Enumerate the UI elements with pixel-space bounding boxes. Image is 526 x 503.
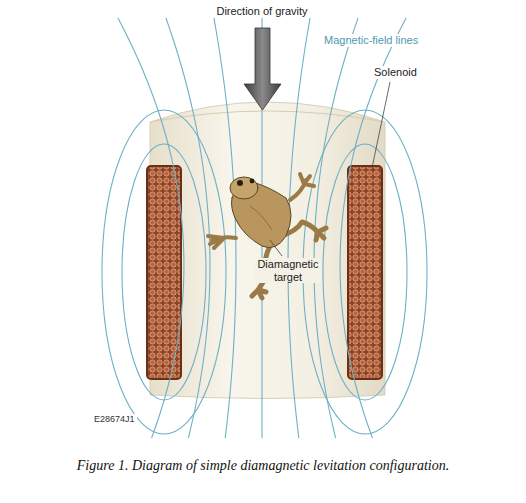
leader-line — [372, 82, 390, 168]
figure-caption: Figure 1. Diagram of simple diamagnetic … — [0, 458, 526, 474]
label: Magnetic-field lines — [322, 34, 420, 47]
gravity-arrow — [244, 28, 281, 110]
label: Direction of gravity — [214, 5, 309, 18]
field-lines — [102, 18, 427, 438]
tube — [150, 102, 385, 399]
figure-code: E28674J1 — [92, 414, 137, 424]
label: Solenoid — [372, 66, 419, 79]
frog — [208, 174, 326, 298]
label: Diamagnetic target — [255, 258, 321, 283]
leader-line — [270, 240, 282, 256]
solenoid-coil — [147, 166, 382, 379]
